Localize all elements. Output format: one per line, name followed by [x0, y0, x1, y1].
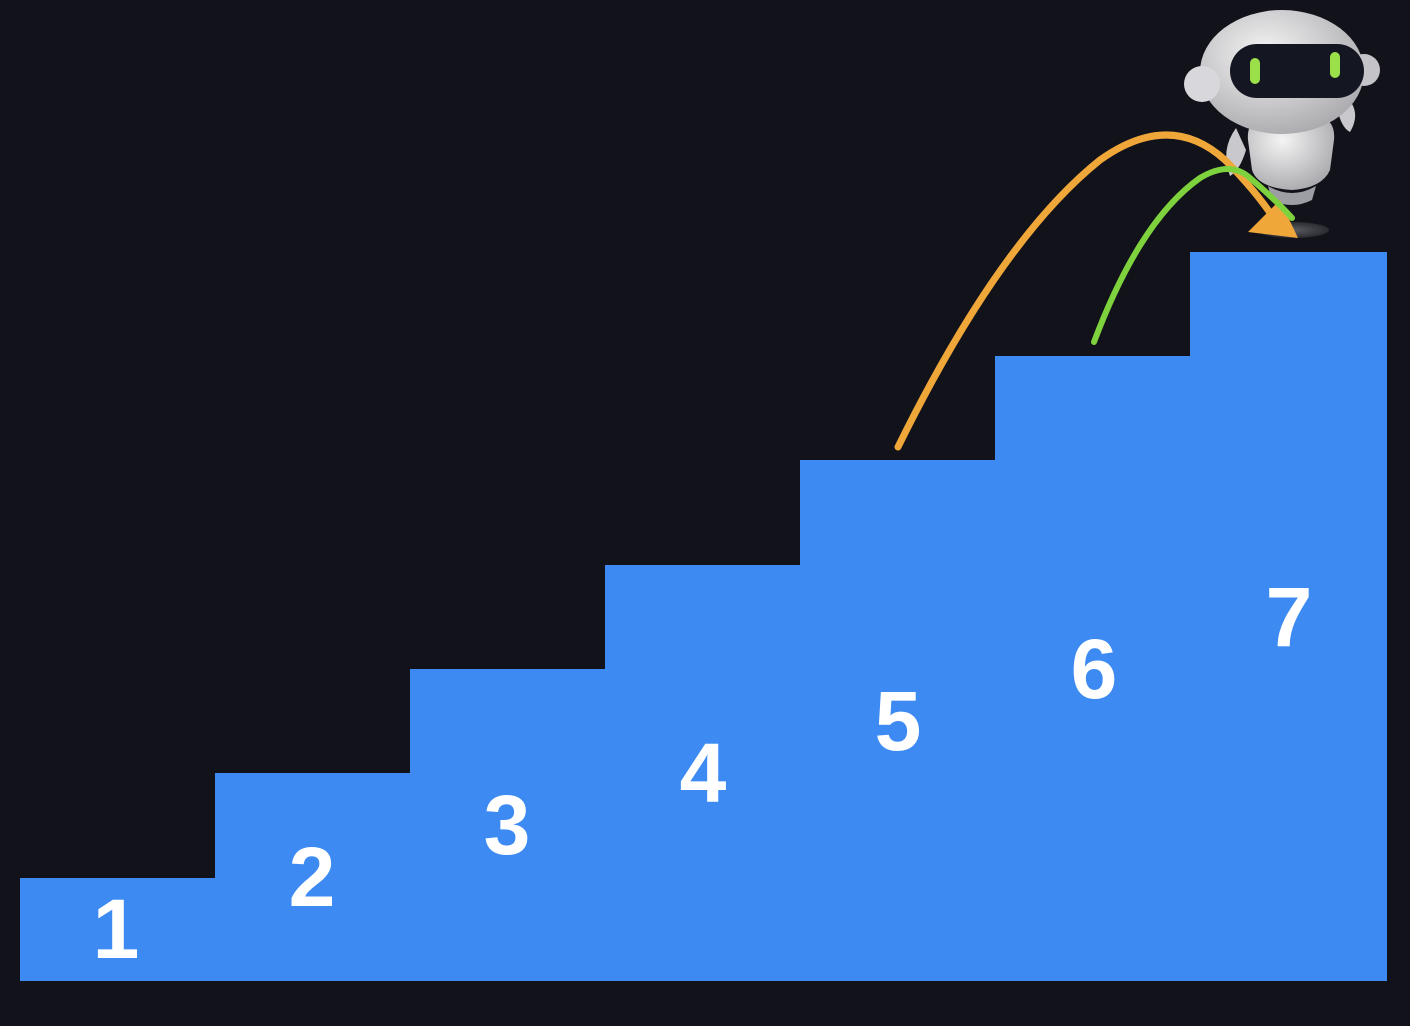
step-label-4: 4 — [680, 726, 727, 820]
step-label-5: 5 — [875, 674, 922, 768]
step-label-2: 2 — [289, 830, 336, 924]
jump-arrow-5-to-7 — [894, 131, 1284, 451]
step-labels: 1 2 3 4 5 6 7 — [93, 570, 1313, 976]
step-label-7: 7 — [1266, 570, 1313, 664]
jump-arrow-6-to-7 — [1091, 166, 1295, 345]
jump-arrows — [894, 131, 1298, 451]
robot-left-eye — [1250, 58, 1260, 84]
step-label-1: 1 — [93, 882, 140, 976]
step-label-6: 6 — [1071, 622, 1118, 716]
robot-right-eye — [1330, 52, 1340, 78]
staircase — [20, 252, 1387, 981]
robot-left-ear — [1184, 66, 1220, 102]
robot-icon — [1184, 10, 1380, 238]
jump-arrowhead-icon — [1248, 200, 1298, 238]
step-label-3: 3 — [484, 778, 531, 872]
